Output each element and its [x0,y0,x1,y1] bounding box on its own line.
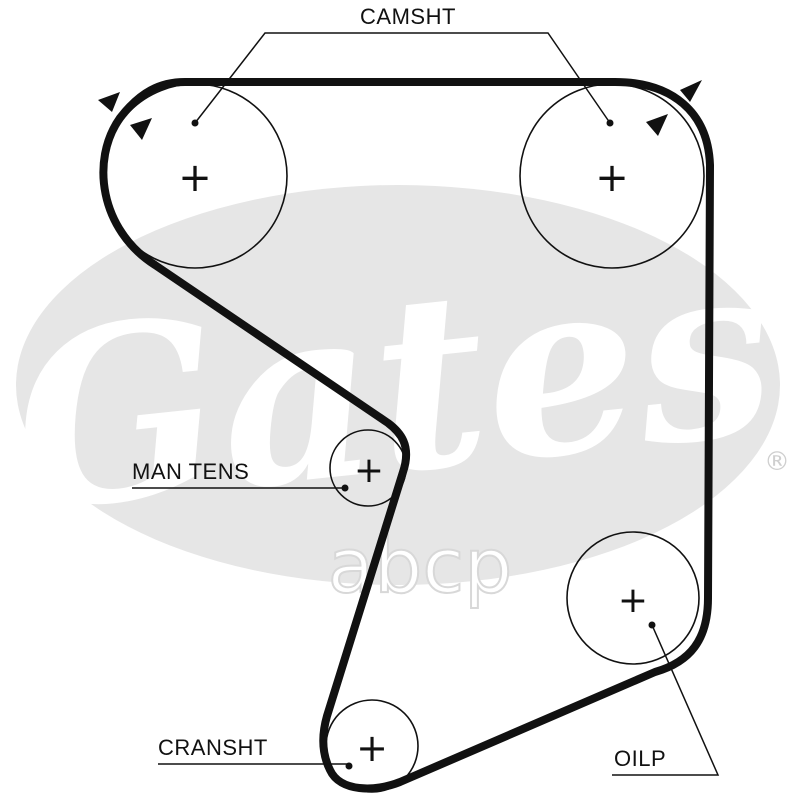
arrowhead-inner-right [646,114,668,136]
leader-oil-pump [612,624,720,776]
label-camshaft: CAMSHT [360,4,456,29]
label-oil-pump: OILP [614,746,666,771]
oil-pump-pulley [566,531,700,665]
arrowhead-inner-left [130,118,152,140]
label-crankshaft: CRANSHT [158,735,268,760]
center-mark-tensioner: + [354,450,384,491]
arrowhead-outer-right [680,80,702,102]
center-marks: + + + + + [178,155,648,770]
registered-mark: ® [764,447,790,477]
leader-camshaft [194,32,611,124]
timing-belt [99,78,714,793]
gates-watermark: Gates ® abcp [1,185,790,611]
labels: CAMSHT MAN TENS CRANSHT OILP [132,4,666,771]
center-mark-oil-pump: + [618,580,648,621]
center-mark-crankshaft: + [356,726,388,770]
alignment-arrows [98,80,702,140]
center-mark-camshaft-right: + [595,155,629,201]
abcp-watermark: abcp [328,521,513,610]
label-manual-tensioner: MAN TENS [132,459,249,484]
center-mark-camshaft-left: + [178,155,212,201]
gates-logo-ellipse [16,185,780,585]
arrowhead-outer-left [98,92,120,112]
leader-lines [132,32,720,776]
